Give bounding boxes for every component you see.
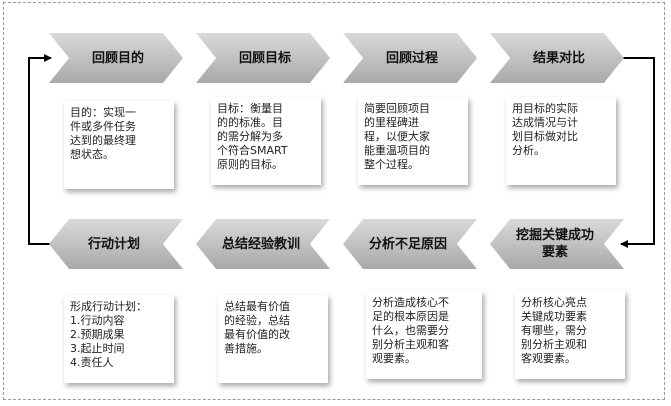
note-line: 达成情况与计 [512, 116, 578, 129]
note-line: 件或多件任务 [70, 120, 136, 133]
right-return-connector [620, 57, 655, 248]
note-line: 程，以便大家 [364, 130, 430, 143]
note-action-plan: 形成行动计划： 1.行动内容 2.预期成果 3.起止时间 4.责任人 [64, 295, 174, 383]
note-line: 分析核心亮点 [521, 296, 587, 309]
note-line: 客观要素。 [521, 352, 576, 365]
note-line: 别分析主观和 [521, 338, 587, 351]
note-review-goals: 目标：衡量目 的的标准。目 的需分解为多 个符合SMART 原则的目标。 [211, 97, 321, 185]
note-line: 分析造成核心不 [372, 296, 449, 309]
note-line: 能重温项目的 [364, 144, 430, 157]
note-line: 用目标的实际 [512, 102, 578, 115]
note-lessons-learned: 总结最有价值 的经验，总结 最有价值的改 善措施。 [218, 295, 328, 383]
step-action-plan: 行动计划 [49, 219, 183, 269]
step-review-purpose: 回顾目的 [49, 33, 183, 83]
note-line: 观要素。 [372, 352, 416, 365]
note-line: 的的标准。目 [217, 116, 283, 129]
note-line: 2.预期成果 [70, 328, 125, 341]
step-compare-results: 结果对比 [490, 33, 624, 83]
step-title: 分析不足原因 [368, 236, 447, 252]
note-line: 善措施。 [224, 342, 268, 355]
note-line: 3.起止时间 [70, 342, 125, 355]
step-title: 回顾目标 [238, 50, 291, 66]
note-line: 的经验，总结 [224, 314, 290, 327]
note-line: 的里程碑进 [364, 116, 419, 129]
note-line: 整个过程。 [364, 158, 419, 171]
note-line: 关键成功要素 [521, 310, 587, 323]
note-compare-results: 用目标的实际 达成情况与计 划目标做对比 分析。 [506, 97, 616, 185]
note-line: 4.责任人 [70, 356, 114, 369]
step-lessons-learned: 总结经验教训 [196, 219, 330, 269]
step-review-goals: 回顾目标 [196, 33, 330, 83]
note-review-purpose: 目的：实现一 件或多件任务 达到的最终理 想状态。 [64, 101, 174, 189]
step-title: 挖掘关键成功 要素 [494, 227, 620, 261]
note-line: 什么，也需要分 [372, 324, 449, 337]
step-title: 结果对比 [532, 50, 585, 66]
note-key-success-factors: 分析核心亮点 关键成功要素 有哪些，需分 别分析主观和 客观要素。 [515, 291, 625, 379]
step-title: 总结经验教训 [221, 236, 300, 252]
note-line: 目标：衡量目 [217, 102, 283, 115]
note-line: 划目标做对比 [512, 130, 578, 143]
step-analyze-shortfalls: 分析不足原因 [343, 219, 477, 269]
note-line: 形成行动计划： [70, 300, 147, 313]
note-line: 原则的目标。 [217, 158, 283, 171]
note-line: 达到的最终理 [70, 134, 136, 147]
step-review-process: 回顾过程 [343, 33, 477, 83]
note-line: 最有价值的改 [224, 328, 290, 341]
note-analyze-shortfalls: 分析造成核心不 足的根本原因是 什么，也需要分 别分析主观和客 观要素。 [366, 291, 482, 379]
note-line: 分析。 [512, 144, 545, 157]
step-title-line: 要素 [541, 245, 568, 260]
step-title-line: 挖掘关键成功 [515, 228, 594, 243]
step-title: 行动计划 [87, 236, 140, 252]
step-key-success-factors: 挖掘关键成功 要素 [490, 219, 624, 269]
note-line: 别分析主观和客 [372, 338, 449, 351]
note-line: 目的：实现一 [70, 106, 136, 119]
note-line: 想状态。 [70, 148, 114, 161]
note-line: 有哪些，需分 [521, 324, 587, 337]
note-review-process: 简要回顾项目 的里程碑进 程，以便大家 能重温项目的 整个过程。 [358, 97, 468, 185]
note-line: 足的根本原因是 [372, 310, 449, 323]
note-line: 1.行动内容 [70, 314, 125, 327]
note-line: 个符合SMART [217, 144, 288, 157]
diagram-frame [3, 2, 665, 400]
note-line: 总结最有价值 [224, 300, 290, 313]
left-return-connector [28, 54, 52, 245]
step-title: 回顾过程 [385, 50, 438, 66]
step-title: 回顾目的 [91, 50, 144, 66]
note-line: 的需分解为多 [217, 130, 283, 143]
note-line: 简要回顾项目 [364, 102, 430, 115]
